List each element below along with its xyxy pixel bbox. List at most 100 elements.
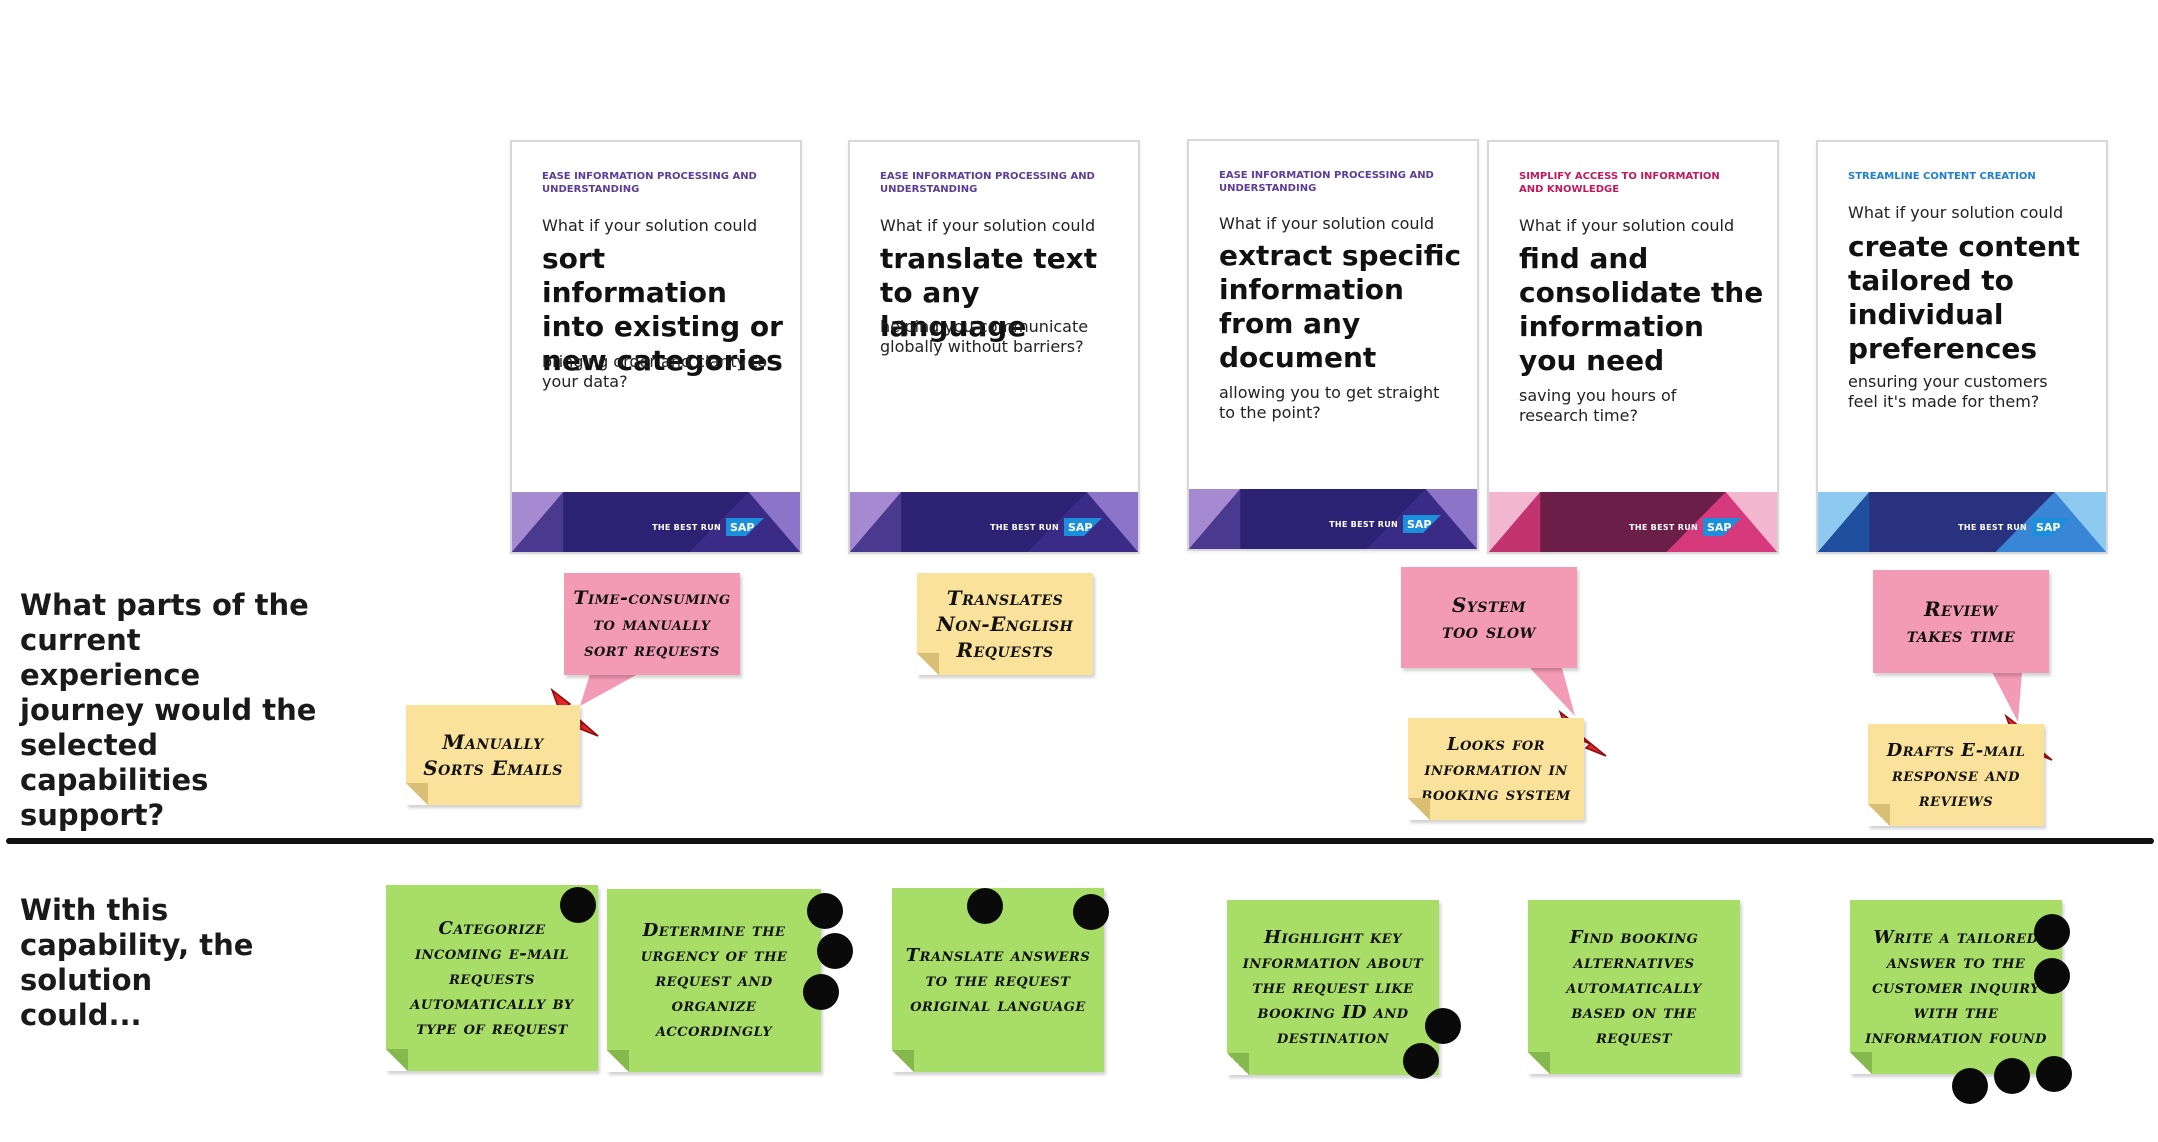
card-footer: THE BEST RUN — [990, 522, 1059, 532]
sap-logo: THE BEST RUN SAP — [1329, 515, 1441, 533]
pain-point-tail — [580, 674, 638, 706]
card-lead: What if your solution could — [1219, 214, 1435, 233]
sap-logo: THE BEST RUN SAP — [1629, 518, 1741, 536]
journey-step-note: Translates Non-English Requests — [917, 573, 1093, 675]
card-headline: sort information into existing or new ca… — [542, 242, 783, 377]
capability-text: Write a tailored answer to the customer … — [1865, 926, 2047, 1048]
vote-dot[interactable] — [560, 887, 596, 923]
sap-logo-icon: SAP — [2032, 518, 2070, 536]
sap-logo-icon: SAP — [726, 518, 764, 536]
vote-dot[interactable] — [1073, 894, 1109, 930]
card-lead: What if your solution could — [1848, 203, 2064, 222]
pain-point-tail — [1530, 668, 1575, 716]
vote-dot[interactable] — [1952, 1068, 1988, 1104]
card-category: EASE INFORMATION PROCESSING AND UNDERSTA… — [1219, 170, 1434, 194]
card-subtext: saving you hours of research time? — [1519, 386, 1677, 425]
capability-card-translate: EASE INFORMATION PROCESSING AND UNDERSTA… — [848, 140, 1140, 554]
capability-text: Translate answers to the request origina… — [905, 944, 1091, 1016]
card-footer: THE BEST RUN — [652, 522, 721, 532]
capability-card-find: SIMPLIFY ACCESS TO INFORMATION AND KNOWL… — [1487, 140, 1779, 554]
capability-note: Categorize incoming e-mail requests auto… — [386, 885, 598, 1071]
vote-dot[interactable] — [1425, 1008, 1461, 1044]
sap-logo-icon: SAP — [1064, 518, 1102, 536]
card-category: EASE INFORMATION PROCESSING AND UNDERSTA… — [542, 171, 757, 195]
vote-dot[interactable] — [817, 933, 853, 969]
note-fold — [1227, 1053, 1249, 1075]
card-category: EASE INFORMATION PROCESSING AND UNDERSTA… — [880, 171, 1095, 195]
vote-dot[interactable] — [1403, 1043, 1439, 1079]
pain-point-text: Time-consuming to manually sort requests — [573, 587, 731, 661]
capability-text: Categorize incoming e-mail requests auto… — [410, 917, 574, 1039]
card-footer: THE BEST RUN — [1958, 522, 2027, 532]
capability-text: Determine the urgency of the request and… — [640, 920, 788, 1041]
capability-card-create: STREAMLINE CONTENT CREATION What if your… — [1816, 140, 2108, 554]
pain-point-text: System too slow — [1442, 592, 1536, 643]
pain-point-text: Review takes time — [1906, 596, 2016, 647]
journey-step-text: Drafts E-mail response and reviews — [1886, 739, 2026, 811]
capability-card-sort: EASE INFORMATION PROCESSING AND UNDERSTA… — [510, 140, 802, 554]
svg-text:SAP: SAP — [2036, 521, 2061, 534]
capability-note: Highlight key information about the requ… — [1227, 900, 1439, 1075]
journey-step-note: Looks for information in booking system — [1408, 718, 1584, 820]
pain-point-tail — [1992, 672, 2022, 722]
capability-note: Write a tailored answer to the customer … — [1850, 900, 2062, 1074]
section-divider — [6, 838, 2154, 844]
pain-point-note: System too slow — [1401, 567, 1577, 668]
row-question-capability: With this capability, the solution could… — [20, 893, 254, 1032]
capability-card-extract: EASE INFORMATION PROCESSING AND UNDERSTA… — [1187, 139, 1479, 551]
sap-logo-icon: SAP — [1403, 515, 1441, 533]
vote-dot[interactable] — [967, 888, 1003, 924]
card-headline: extract specific information from any do… — [1219, 239, 1462, 374]
vote-dot[interactable] — [2034, 914, 2070, 950]
card-lead: What if your solution could — [542, 216, 758, 235]
journey-step-text: Manually Sorts Emails — [423, 730, 563, 780]
card-headline: create content tailored to individual pr… — [1848, 230, 2080, 365]
note-fold — [607, 1050, 629, 1072]
capability-text: Highlight key information about the requ… — [1242, 927, 1424, 1048]
card-category: STREAMLINE CONTENT CREATION — [1848, 171, 2036, 182]
sap-logo: THE BEST RUN SAP — [652, 518, 764, 536]
pain-point-note: Review takes time — [1873, 570, 2049, 673]
note-fold — [386, 1049, 408, 1071]
note-fold — [1408, 798, 1430, 820]
journey-step-text: Looks for information in booking system — [1421, 733, 1571, 805]
vote-dot[interactable] — [807, 893, 843, 929]
card-footer: THE BEST RUN — [1629, 522, 1698, 532]
sap-logo: THE BEST RUN SAP — [1958, 518, 2070, 536]
card-lead: What if your solution could — [1519, 216, 1735, 235]
capability-note: Determine the urgency of the request and… — [607, 889, 821, 1072]
card-footer: THE BEST RUN — [1329, 519, 1398, 529]
svg-text:SAP: SAP — [1407, 518, 1432, 531]
note-fold — [892, 1050, 914, 1072]
card-subtext: helping you communicate globally without… — [880, 317, 1089, 356]
card-subtext: ensuring your customers feel it's made f… — [1848, 372, 2048, 411]
card-lead: What if your solution could — [880, 216, 1096, 235]
note-fold — [917, 653, 939, 675]
card-color-band — [512, 492, 800, 552]
vote-dot[interactable] — [803, 974, 839, 1010]
journey-step-text: Translates Non-English Requests — [936, 586, 1074, 662]
card-headline: find and consolidate the information you… — [1519, 242, 1764, 377]
sap-logo: THE BEST RUN SAP — [990, 518, 1102, 536]
note-fold — [406, 783, 428, 805]
pain-point-note: Time-consuming to manually sort requests — [564, 573, 740, 675]
svg-text:SAP: SAP — [730, 521, 755, 534]
journey-step-note: Drafts E-mail response and reviews — [1868, 724, 2044, 826]
note-fold — [1868, 804, 1890, 826]
note-fold — [1528, 1052, 1550, 1074]
capability-note: Find booking alternatives automatically … — [1528, 900, 1740, 1074]
card-subtext: bringing order and clarity to your data? — [542, 352, 768, 391]
vote-dot[interactable] — [2034, 958, 2070, 994]
svg-text:SAP: SAP — [1707, 521, 1732, 534]
row-question-current-journey: What parts of the current experience jou… — [20, 588, 317, 832]
vote-dot[interactable] — [1994, 1058, 2030, 1094]
capability-note: Translate answers to the request origina… — [892, 888, 1104, 1072]
svg-text:SAP: SAP — [1068, 521, 1093, 534]
card-subtext: allowing you to get straight to the poin… — [1219, 383, 1440, 422]
vote-dot[interactable] — [2036, 1056, 2072, 1092]
journey-step-note: Manually Sorts Emails — [406, 705, 580, 805]
capability-text: Find booking alternatives automatically … — [1566, 926, 1702, 1048]
card-headline: translate text to any language — [880, 242, 1098, 343]
card-category: SIMPLIFY ACCESS TO INFORMATION AND KNOWL… — [1519, 171, 1720, 195]
note-fold — [1850, 1052, 1872, 1074]
